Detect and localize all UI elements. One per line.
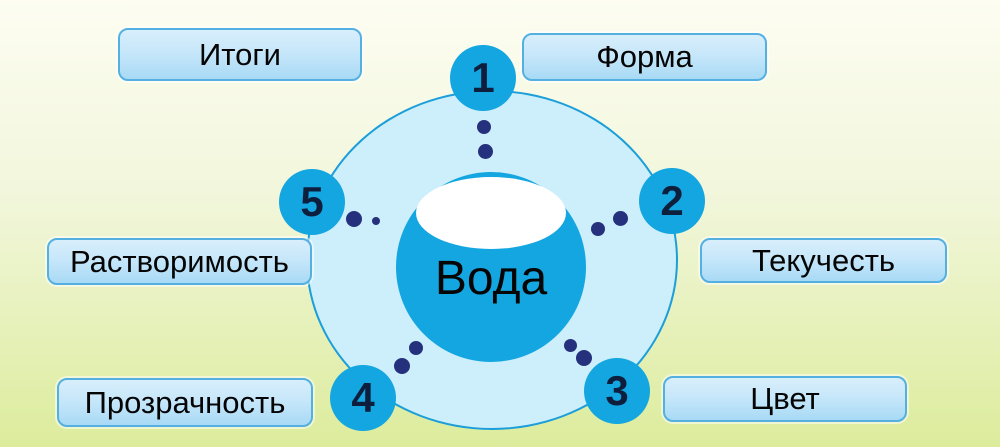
center-label: Вода <box>434 252 548 305</box>
number-circle-5[interactable]: 5 <box>279 169 345 235</box>
property-box-rastvorimost[interactable]: Растворимость <box>47 238 312 285</box>
property-box-tsvet[interactable]: Цвет <box>663 376 907 422</box>
property-box-label: Цвет <box>750 381 820 416</box>
trail-dot <box>346 211 362 227</box>
trail-dot <box>394 358 410 374</box>
summary-button[interactable]: Итоги <box>118 28 362 81</box>
property-box-label: Прозрачность <box>84 384 286 420</box>
trail-dot <box>576 350 592 366</box>
number-circle-label: 4 <box>351 374 375 421</box>
number-circle-label: 3 <box>605 367 629 414</box>
trail-dot <box>564 339 577 352</box>
trail-dot <box>372 217 380 225</box>
number-circle-3[interactable]: 3 <box>584 358 650 424</box>
number-circle-4[interactable]: 4 <box>330 365 396 431</box>
number-circle-label: 2 <box>660 177 684 224</box>
number-circle-2[interactable]: 2 <box>639 168 705 234</box>
property-box-label: Текучесть <box>751 242 896 278</box>
trail-dot <box>478 144 493 159</box>
property-box-forma[interactable]: Форма <box>522 33 767 81</box>
property-box-label: Форма <box>596 39 693 74</box>
property-box-prozrachnost[interactable]: Прозрачность <box>57 378 313 427</box>
property-box-tekuchest[interactable]: Текучесть <box>700 238 947 283</box>
summary-button-label: Итоги <box>199 36 281 72</box>
water-sphere: Вода <box>396 172 586 362</box>
trail-dot <box>613 211 628 226</box>
sphere-highlight <box>416 177 566 249</box>
number-circle-label: 5 <box>300 178 324 225</box>
number-circle-1[interactable]: 1 <box>450 45 516 111</box>
trail-dot <box>409 341 423 355</box>
property-box-label: Растворимость <box>70 243 289 279</box>
trail-dot <box>591 222 605 236</box>
trail-dot <box>477 120 491 134</box>
number-circle-label: 1 <box>471 54 495 101</box>
